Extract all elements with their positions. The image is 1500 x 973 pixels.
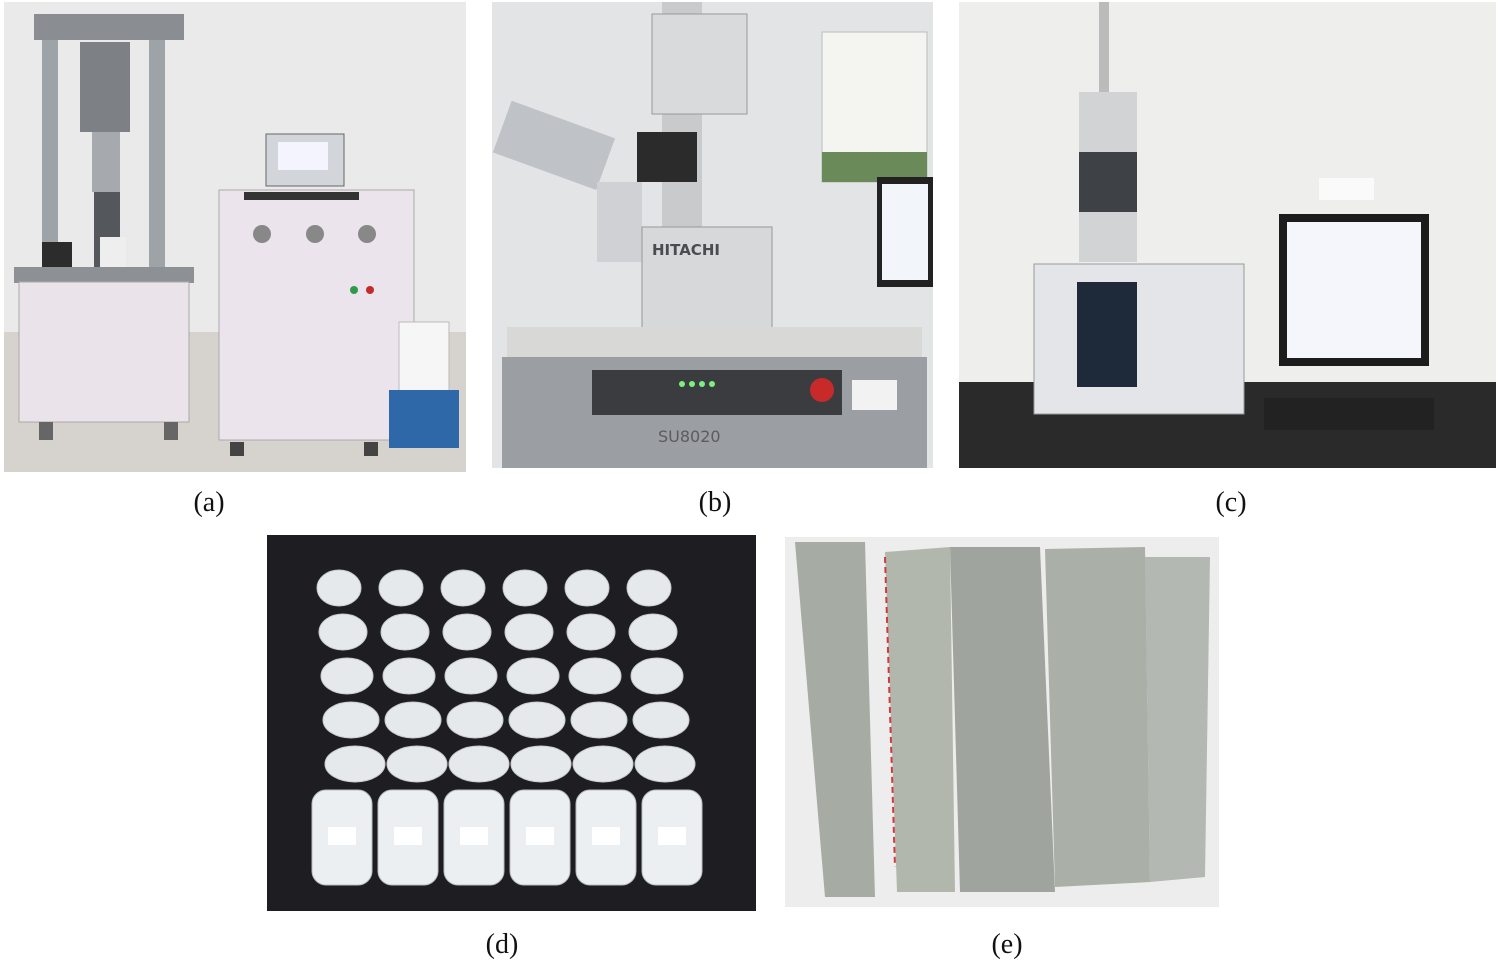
bottle-grid <box>311 569 703 886</box>
caption-a: (a) <box>193 487 225 518</box>
brand-label: HITACHI <box>652 241 720 259</box>
photo-panel-b: HITACHI SU8020 <box>492 2 933 468</box>
loading-frame-photo <box>4 2 466 472</box>
sample-bottles-photo <box>267 535 756 911</box>
caption-b: (b) <box>698 487 732 518</box>
electron-microscope-photo: HITACHI SU8020 <box>492 2 933 468</box>
caption-d: (d) <box>485 929 519 960</box>
powder-bags-photo <box>785 537 1219 907</box>
photo-panel-a <box>4 2 466 472</box>
caption-c: (c) <box>1215 487 1247 518</box>
analyzer-photo <box>959 2 1496 468</box>
photo-panel-e <box>785 537 1219 907</box>
photo-panel-c <box>959 2 1496 468</box>
photo-panel-d <box>267 535 756 911</box>
model-label: SU8020 <box>658 427 721 446</box>
caption-e: (e) <box>991 929 1023 960</box>
